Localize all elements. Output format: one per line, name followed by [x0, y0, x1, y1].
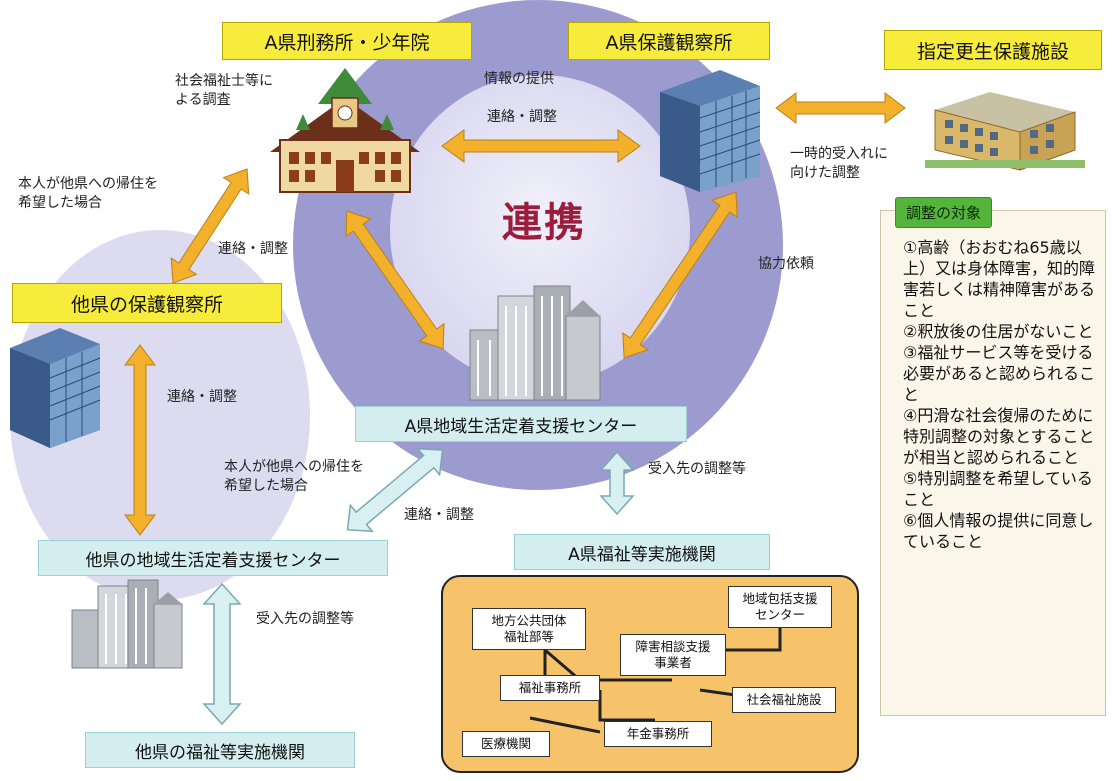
- arrow-other-probation-other-center: [124, 344, 156, 536]
- temp-acceptance-text: 一時的受入れに 向けた調整: [790, 146, 888, 181]
- disability-consult-box: 障害相談支援 事業者: [620, 634, 726, 676]
- return-wish-mid-text: 本人が他県への帰住を 希望した場合: [224, 459, 364, 494]
- local-gov-box: 地方公共団体 福祉部等: [472, 608, 586, 650]
- adjustment-targets-list: ①高齢（おおむね65歳以上）又は身体障害，知的障害若しくは精神障害があること ②…: [903, 237, 1099, 552]
- medical-box: 医療機関: [462, 731, 550, 757]
- acceptance-adjust-left-text: 受入先の調整等: [256, 611, 354, 627]
- designated-facility-label: 指定更生保護施設: [884, 30, 1102, 70]
- contact-adjust-top-text: 連絡・調整: [487, 109, 557, 125]
- target-item: ③福祉サービス等を受ける必要があると認められること: [903, 343, 1096, 404]
- arrow-other-center-other-welfare: [202, 582, 242, 726]
- other-probation-office-icon: [10, 328, 101, 448]
- arrow-probation-facility: [775, 92, 906, 124]
- social-worker-survey-text: 社会福祉士等に よる調査: [175, 73, 273, 108]
- acceptance-adjust-right-text: 受入先の調整等: [648, 461, 746, 477]
- target-item: ①高齢（おおむね65歳以上）又は身体障害，知的障害若しくは精神障害があること: [903, 238, 1096, 320]
- community-support-box: 地域包括支援 センター: [728, 586, 832, 628]
- contact-adjust-left-text: 連絡・調整: [167, 389, 237, 405]
- info-provision-text: 情報の提供: [484, 71, 554, 87]
- adjustment-targets-title: 調整の対象: [895, 197, 993, 228]
- adjustment-targets-panel: 調整の対象 ①高齢（おおむね65歳以上）又は身体障害，知的障害若しくは精神障害が…: [880, 197, 1106, 716]
- a-prison-label: A県刑務所・少年院: [222, 22, 472, 60]
- pension-office-box: 年金事務所: [604, 721, 712, 747]
- target-item: ⑤特別調整を希望していること: [903, 469, 1093, 509]
- welfare-office-box: 福祉事務所: [500, 675, 600, 701]
- other-center-label: 他県の地域生活定着支援センター: [38, 540, 388, 576]
- arrow-probation-a-center: [622, 191, 738, 359]
- a-probation-label: A県保護観察所: [568, 22, 770, 60]
- cooperation-request-text: 協力依頼: [758, 256, 814, 272]
- other-probation-label: 他県の保護観察所: [12, 283, 282, 323]
- arrow-a-center-a-welfare: [599, 450, 635, 516]
- coordination-title: 連携: [502, 200, 586, 246]
- arrow-a-center-other-center: [346, 447, 444, 533]
- arrow-prison-probation: [441, 129, 641, 163]
- social-welfare-facility-box: 社会福祉施設: [732, 687, 836, 713]
- target-item: ②釈放後の住居がないこと: [903, 322, 1094, 341]
- a-center-city-icon: [469, 285, 601, 401]
- return-wish-top-text: 本人が他県への帰住を 希望した場合: [18, 176, 158, 211]
- designated-facility-icon: [925, 92, 1085, 171]
- arrow-prison-a-center: [345, 210, 445, 350]
- a-center-label: A県地域生活定着支援センター: [355, 406, 687, 442]
- other-center-city-icon: [71, 579, 183, 669]
- target-item: ④円滑な社会復帰のために特別調整の対象とすることが相当と認められること: [903, 406, 1095, 467]
- prison-building-icon: [270, 68, 420, 193]
- contact-adjust-mid-text: 連絡・調整: [404, 507, 474, 523]
- contact-adjust-left-upper-text: 連絡・調整: [218, 241, 288, 257]
- probation-office-icon: [660, 70, 761, 192]
- target-item: ⑥個人情報の提供に同意していること: [903, 511, 1094, 551]
- other-welfare-label: 他県の福祉等実施機関: [85, 732, 355, 768]
- a-welfare-label: A県福祉等実施機関: [514, 534, 770, 570]
